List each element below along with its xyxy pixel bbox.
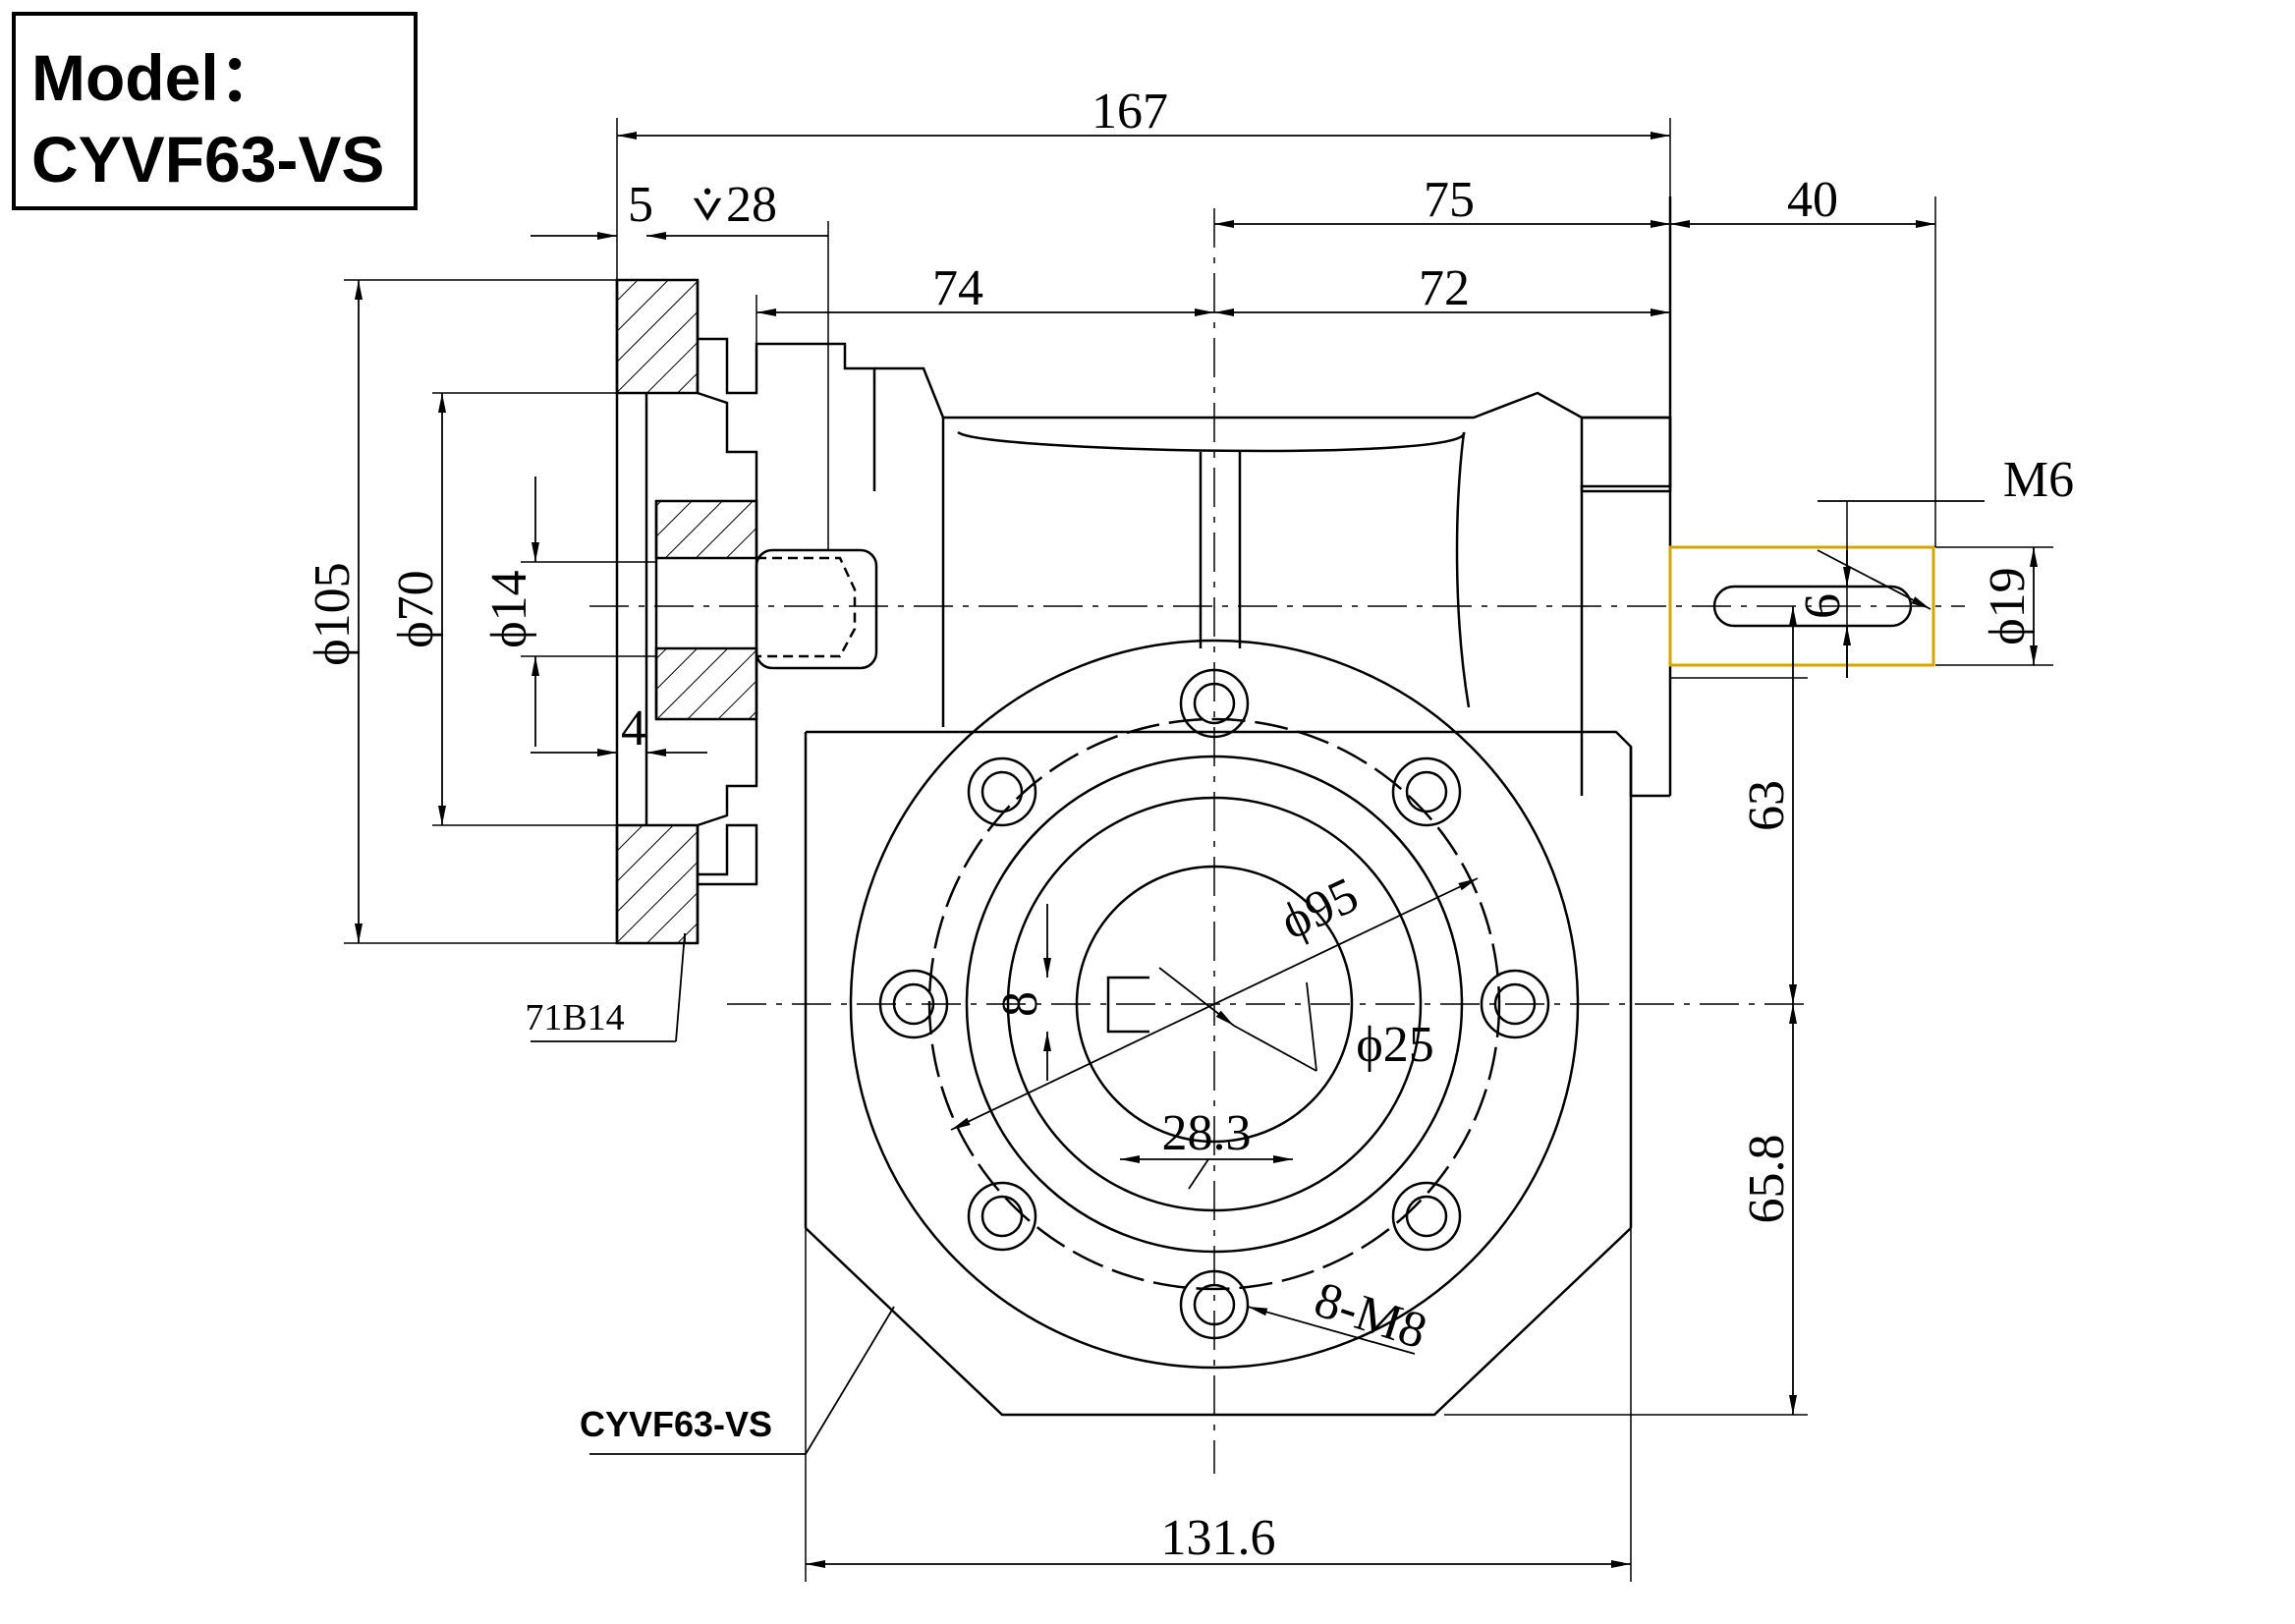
dim-shaft-dia: 19 [1980, 567, 2036, 618]
bushing-section-upper [654, 499, 758, 560]
dimension-labels: 167 5 ⩒ 28 74 72 75 40 ϕ105 ϕ70 ϕ14 4 M6… [305, 84, 2074, 1566]
dim-bore-depth-symbol: ⩒ [692, 177, 723, 233]
flange-code-label: 71B14 [525, 997, 624, 1038]
dim-base-width: 131.6 [1161, 1510, 1276, 1566]
side-view [615, 196, 1935, 1417]
dim-spigot: 4 [621, 700, 646, 756]
svg-text:ϕ25: ϕ25 [1356, 1017, 1433, 1073]
extension-lines [344, 118, 2053, 1582]
dim-center-height-bottom: 65.8 [1739, 1135, 1795, 1224]
dim-output-bore-dia: 25 [1383, 1017, 1434, 1073]
dim-pilot-dia: 70 [388, 570, 444, 621]
dim-flange-dia: 105 [305, 562, 361, 639]
dim-bolt-holes: 8-M8 [1308, 1271, 1433, 1360]
flange-lower-section [615, 823, 700, 945]
dim-overall-length: 167 [1092, 84, 1168, 140]
dim-key-width: 6 [1795, 593, 1851, 619]
model-callout-label: CYVF63-VS [580, 1404, 772, 1444]
dim-thread: M6 [2003, 452, 2074, 508]
model-title-line2: CYVF63-VS [31, 123, 385, 196]
svg-text:ϕ19: ϕ19 [1980, 567, 2036, 644]
dim-bolt-circle-dia: 95 [1297, 867, 1367, 939]
bushing-section-lower [654, 646, 758, 721]
dim-flange-thickness: 5 [628, 177, 653, 233]
dimension-lines [355, 132, 2038, 1568]
dim-keyway-depth: 28.3 [1162, 1105, 1252, 1161]
dim-bore-depth: 28 [726, 177, 777, 233]
model-title-line1: Model： [31, 41, 284, 114]
dim-input-to-center: 74 [932, 260, 983, 316]
svg-text:ϕ14: ϕ14 [481, 570, 537, 647]
svg-text:ϕ105: ϕ105 [305, 562, 361, 665]
dim-keyway-width: 8 [992, 991, 1048, 1017]
dim-shaft-length: 40 [1787, 172, 1838, 228]
output-shaft [1668, 545, 1935, 667]
flange-upper-section [615, 278, 700, 395]
dim-input-bore-dia: 14 [481, 570, 537, 621]
dim-center-height-top: 63 [1739, 780, 1795, 831]
dim-center-to-output: 75 [1424, 172, 1475, 228]
svg-text:ϕ70: ϕ70 [388, 570, 444, 647]
center-lines [589, 208, 1965, 1474]
model-title-box: Model： CYVF63-VS [12, 12, 418, 210]
dim-center-to-face: 72 [1419, 260, 1470, 316]
